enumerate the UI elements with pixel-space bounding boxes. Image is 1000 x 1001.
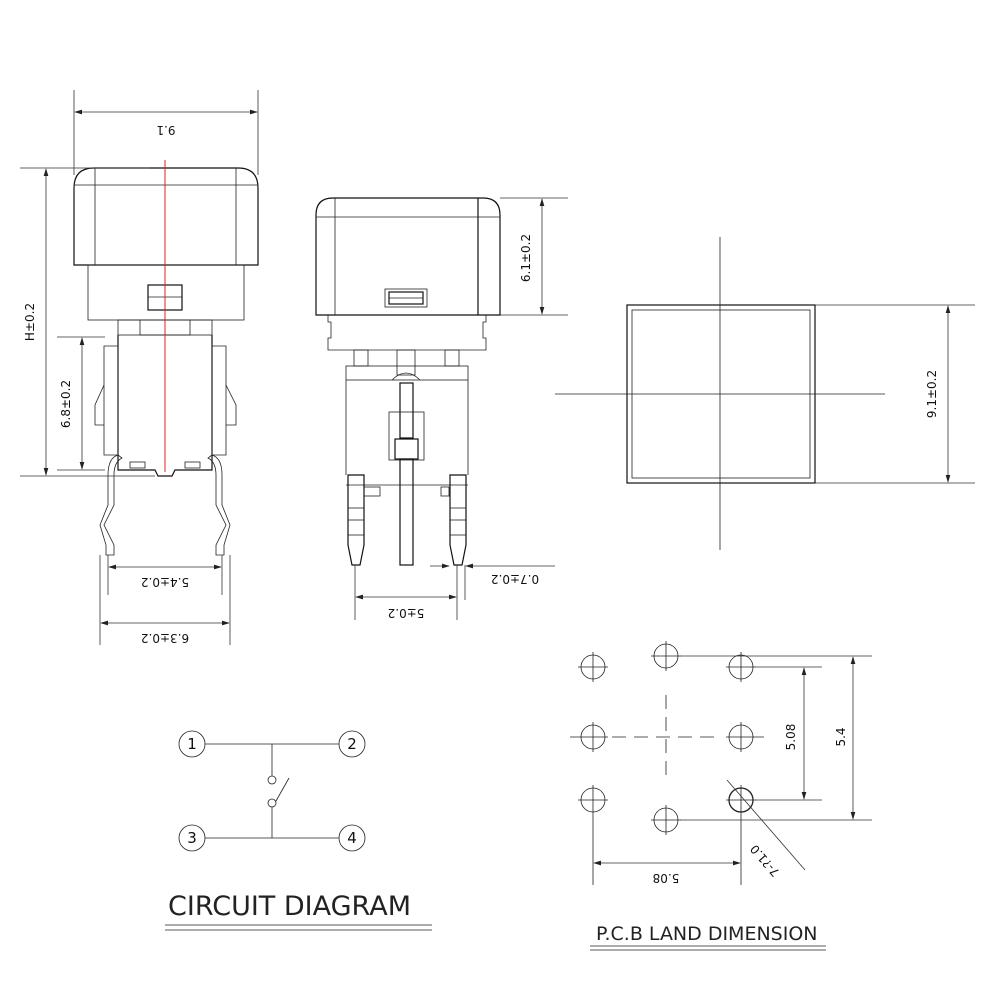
top-size-dim-label: 9.1±0.2: [925, 370, 939, 418]
pcb-horizontal-dim-label: 5.08: [653, 871, 680, 885]
circuit-title: CIRCUIT DIAGRAM: [168, 891, 411, 922]
body-height-dim-label: 6.8±0.2: [59, 380, 73, 428]
pin-outer-dim-label: 6.3±0.2: [141, 631, 189, 645]
terminal-2-label: 2: [347, 735, 357, 753]
terminal-4: [338, 824, 366, 852]
terminal-1: [178, 730, 206, 758]
terminal-2: [338, 730, 366, 758]
pcb-land-dimension: 5.08 5.4 5.08 7-?1.0 P.C.B LAND DIMENSIO…: [570, 641, 872, 951]
cap-height-dim-label: 6.1±0.2: [519, 234, 533, 282]
pcb-inner-pitch-label: 5.08: [784, 724, 798, 751]
side-view: 6.1±0.2 5±0.2 0.7±0.2: [315, 197, 568, 620]
pin-pitch-dim-label: 5±0.2: [388, 606, 425, 620]
terminal-1-label: 1: [187, 735, 197, 753]
pin-width-dim-label: 0.7±0.2: [491, 572, 539, 586]
pcb-title: P.C.B LAND DIMENSION: [596, 923, 818, 945]
front-view: 9.1 H±0.2 6.8±0.2 5.4±0.2: [20, 90, 259, 645]
pcb-hole-dim-label: 7-?1.0: [747, 842, 782, 879]
terminal-3-label: 3: [187, 829, 197, 847]
terminal-3: [178, 824, 206, 852]
pin-inner-dim-label: 5.4±0.2: [141, 575, 189, 589]
terminal-4-label: 4: [347, 829, 357, 847]
top-view: 9.1±0.2: [555, 237, 975, 550]
height-dim-label: H±0.2: [23, 303, 37, 341]
circuit-diagram: 1 2 3 4 CIRCUIT DIAGRAM: [165, 730, 432, 931]
pcb-outer-pitch-label: 5.4: [834, 727, 848, 746]
width-dim-label: 9.1: [156, 123, 175, 137]
